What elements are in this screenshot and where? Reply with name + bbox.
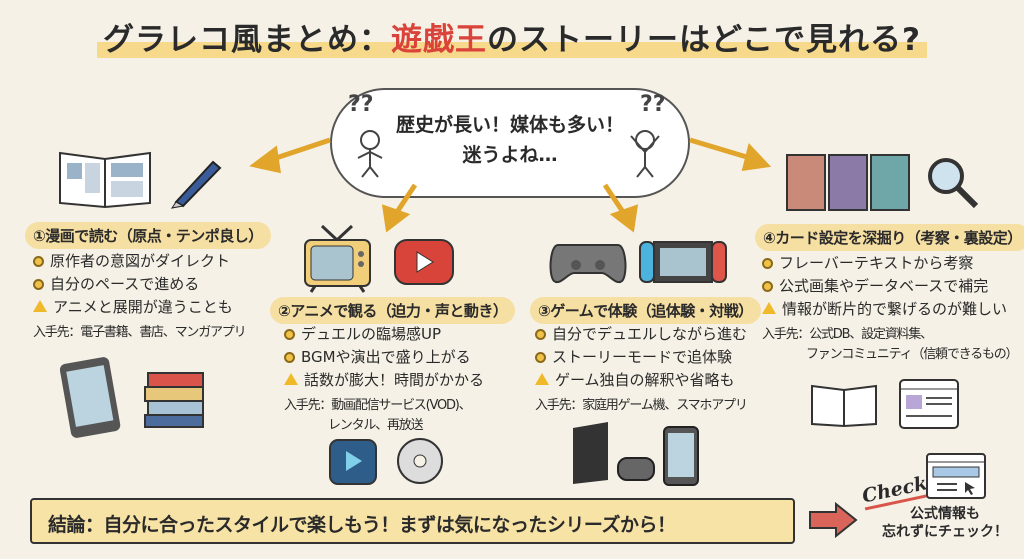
page-title: グラレコ風まとめ：遊戯王のストーリーはどこで見れる? (0, 14, 1024, 59)
arrow-to-game (602, 183, 628, 217)
circle-icon (33, 279, 44, 290)
arrow-to-anime (392, 183, 418, 217)
tablet-icon (60, 357, 121, 438)
title-highlight: 遊戯王 (390, 22, 487, 58)
title-suffix: のストーリーはどこで見れる? (486, 22, 922, 58)
section-1-heading: ①漫画で読む（原点・テンポ良し） (25, 222, 271, 249)
con-item: ゲーム独自の解釈や省略も (535, 369, 747, 392)
magnifier-icon (928, 158, 979, 209)
arrow-head-cards (741, 142, 772, 172)
section-3-list: 自分でデュエルしながら進む ストーリーモードで追体験 ゲーム独自の解釈や省略も … (535, 323, 748, 416)
source-text: 入手先：家庭用ゲーム機、スマホアプリ (535, 398, 748, 413)
open-manga-icon (59, 151, 151, 209)
pen-icon (170, 160, 222, 209)
con-item: アニメと展開が違うことも (33, 296, 245, 319)
source-text: 入手先：動画配信サービス(VOD)、レンタル、再放送 (284, 398, 472, 433)
confused-person-icon (357, 130, 383, 178)
section-1-list: 原作者の意図がダイレクト 自分のペースで進める アニメと展開が違うことも 入手先… (33, 250, 247, 343)
pro-item: 自分でデュエルしながら進む (535, 323, 747, 346)
branch-arrows (249, 137, 772, 233)
handheld-console-icon (639, 241, 727, 283)
check-note: 公式情報も 忘れずにチェック！ (882, 506, 1008, 540)
pro-item: デュエルの臨場感UP (284, 323, 484, 346)
gamepad-icon (549, 244, 627, 284)
arrow-to-manga (269, 137, 331, 163)
question-marks-right: ?? (640, 92, 666, 117)
circle-icon (33, 256, 44, 267)
video-play-icon (394, 239, 454, 285)
circle-icon (762, 258, 773, 269)
arrow-head-game (609, 204, 639, 233)
dvd-disc-icon (397, 438, 443, 484)
streaming-app-icon (329, 439, 377, 485)
question-marks-left: ?? (348, 92, 374, 117)
web-page-icon (899, 379, 959, 429)
smartphone-icon (663, 426, 699, 486)
circle-icon (535, 329, 546, 340)
arrow-right-icon (809, 502, 858, 538)
pro-item: フレーバーテキストから考察 (762, 252, 1017, 275)
section-4-heading: ④カード設定を深掘り（考察・裏設定） (755, 224, 1024, 251)
thought-cloud: 歴史が長い！媒体も多い！ 迷うよね… (330, 88, 690, 198)
arrow-head-manga (249, 145, 282, 174)
pro-item: 自分のペースで進める (33, 273, 245, 296)
worried-person-icon (630, 130, 660, 178)
tv-icon (304, 224, 371, 293)
pro-item: BGMや演出で盛り上がる (284, 346, 484, 369)
circle-icon (762, 281, 773, 292)
con-item: 情報が断片的で繋げるのが難しい (762, 298, 1017, 321)
circle-icon (535, 352, 546, 363)
section-3-heading: ③ゲームで体験（追体験・対戦） (530, 297, 761, 324)
cloud-line-2: 迷うよね… (462, 144, 558, 166)
section-2-list: デュエルの臨場感UP BGMや演出で盛り上がる 話数が膨大！時間がかかる 入手先… (284, 323, 484, 436)
conclusion-box: 結論：自分に合ったスタイルで楽しもう！まずは気になったシリーズから！ (30, 498, 795, 544)
source-text: 入手先：電子書籍、書店、マンガアプリ (33, 325, 247, 340)
browser-window-icon (926, 453, 986, 499)
pro-item: 公式画集やデータベースで補完 (762, 275, 1017, 298)
title-prefix: グラレコ風まとめ： (102, 22, 391, 58)
cloud-line-1: 歴史が長い！媒体も多い！ (395, 114, 624, 136)
circle-icon (284, 329, 295, 340)
arrow-head-anime (381, 204, 411, 233)
source-text: 入手先：公式DB、設定資料集、ファンコミュニティ（信頼できるもの） (762, 327, 1019, 362)
book-stack-icon (144, 372, 204, 428)
con-item: 話数が膨大！時間がかかる (284, 369, 484, 392)
section-2-heading: ②アニメで観る（迫力・声と動き） (270, 297, 516, 324)
open-book-icon (811, 384, 877, 428)
warning-icon (284, 373, 298, 385)
pro-item: 原作者の意図がダイレクト (33, 250, 245, 273)
circle-icon (284, 352, 295, 363)
pro-item: ストーリーモードで追体験 (535, 346, 747, 369)
arrow-to-cards (689, 137, 751, 161)
section-4-list: フレーバーテキストから考察 公式画集やデータベースで補完 情報が断片的で繋げるの… (762, 252, 1019, 365)
warning-icon (762, 302, 776, 314)
home-console-icon (573, 422, 655, 484)
warning-icon (535, 373, 549, 385)
warning-icon (33, 300, 47, 312)
trading-cards-icon (786, 154, 910, 211)
